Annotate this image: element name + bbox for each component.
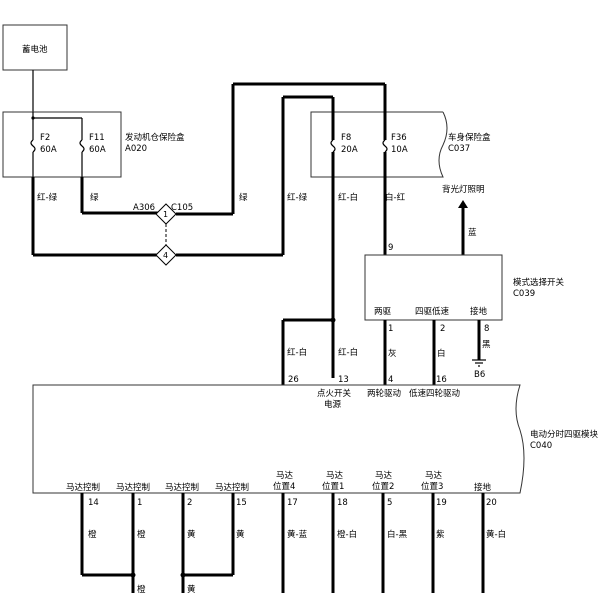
terminal-label-2wd: 两驱 [374, 307, 392, 317]
module-pin-17: 17 [287, 498, 298, 508]
mode-pin-2: 2 [440, 324, 445, 334]
wire-label-white-red: 白-红 [385, 192, 406, 203]
module-bottom-label-2: 马达控制 [165, 482, 199, 493]
module-bottom-label-5a: 马达 [375, 470, 393, 481]
module-bottom-label-1: 马达控制 [116, 482, 150, 493]
wire-label-bottom-yellow: 黄 [187, 584, 196, 593]
ground-icon [472, 359, 486, 367]
wire-label-yellow-blue: 黄-蓝 [287, 529, 308, 540]
mode-switch-name: 模式选择开关 [513, 277, 565, 288]
body-fuse-box: F8 20A F36 10A 车身保险盒 C037 [310, 84, 491, 178]
mode-pin-1: 1 [388, 324, 393, 334]
fuse-f2-rating: 60A [40, 145, 57, 155]
wire-label-red-green-2: 红-绿 [287, 192, 308, 203]
wire-label-green: 绿 [90, 192, 99, 203]
module-code: C040 [530, 441, 552, 451]
battery: 蓄电池 [2, 24, 68, 71]
backlight-label: 背光灯照明 [442, 184, 485, 195]
wire-label-bottom-orange: 橙 [137, 584, 146, 593]
module-bottom-label-18b: 位置1 [322, 481, 344, 492]
module-top-pin-4: 4 [388, 375, 393, 385]
engine-fuse-box-code: A020 [125, 144, 147, 154]
engine-fuse-box: F2 60A F11 60A [2, 111, 122, 178]
module-label-4low: 低速四轮驱动 [409, 388, 461, 399]
mode-switch: 9 两驱 四驱低速 接地 [364, 243, 503, 321]
module-pin-18: 18 [337, 498, 348, 508]
module-pin-14: 14 [88, 498, 99, 508]
wire-label-gray: 灰 [388, 348, 397, 359]
wire-label-white-black: 白-黑 [387, 529, 408, 540]
module-top-pin-26: 26 [288, 375, 299, 385]
fuse-f2-id: F2 [40, 133, 50, 143]
wire-label-orange-1: 橙 [137, 529, 146, 540]
fuse-f8-id: F8 [341, 133, 351, 143]
fuse-f11-id: F11 [89, 133, 105, 143]
wire-label-yellow-15: 黄 [236, 529, 245, 540]
module-bottom-label-19b: 位置3 [421, 481, 443, 492]
module-bottom-label-14: 马达控制 [66, 482, 100, 493]
module-bottom-label-19a: 马达 [425, 470, 443, 481]
module-top-pin-13: 13 [338, 375, 349, 385]
module-bottom-label-20: 接地 [474, 482, 492, 493]
mode-switch-top-pin: 9 [388, 243, 393, 253]
connector-right-code: C105 [171, 203, 193, 213]
mode-switch-code: C039 [513, 289, 535, 299]
module-label-2wd: 两轮驱动 [367, 388, 402, 399]
module-bottom-label-18a: 马达 [326, 470, 344, 481]
module-pin-20: 20 [486, 498, 497, 508]
connector-pin-4: 4 [163, 251, 168, 260]
wire-label-orange-14: 橙 [88, 529, 97, 540]
fuse-f36-icon [382, 139, 388, 153]
connector-pin-1: 1 [163, 210, 168, 219]
module-bottom-label-15: 马达控制 [215, 482, 249, 493]
arrow-up-icon [458, 200, 468, 208]
module-name: 电动分时四驱模块 [530, 429, 599, 440]
wire-label-orange-white: 橙-白 [337, 529, 357, 540]
wire-label-white: 白 [437, 348, 446, 359]
engine-fuse-box-name: 发动机仓保险盒 [125, 132, 185, 143]
mode-pin-8: 8 [484, 324, 489, 334]
module-pin-15: 15 [236, 498, 247, 508]
connector-left-code: A306 [133, 203, 155, 213]
fuse-f11-rating: 60A [89, 145, 106, 155]
terminal-label-4low: 四驱低速 [415, 306, 450, 317]
module-bottom-label-17b: 位置4 [273, 481, 295, 492]
wire-label-yellow-white: 黄-白 [486, 529, 506, 540]
wire-label-red-white-3: 红-白 [338, 347, 358, 358]
battery-label: 蓄电池 [22, 44, 48, 55]
wire-label-green-2: 绿 [239, 192, 248, 203]
module-pin-19: 19 [436, 498, 447, 508]
module-bottom-label-5b: 位置2 [372, 481, 394, 492]
wire-label-red-white: 红-白 [338, 192, 358, 203]
body-fuse-box-name: 车身保险盒 [448, 132, 491, 143]
fuse-f8-rating: 20A [341, 145, 358, 155]
module-pin-1: 1 [137, 498, 142, 508]
module-bottom-label-17a: 马达 [276, 470, 294, 481]
wire-label-yellow-2: 黄 [187, 529, 196, 540]
fuse-f36-rating: 10A [391, 145, 408, 155]
connector-a306-c105: A306 C105 1 4 [133, 203, 193, 266]
fuse-f8-icon [330, 139, 336, 153]
body-fuse-box-code: C037 [448, 144, 470, 154]
ground-code: B6 [474, 370, 485, 380]
module-pin-5: 5 [387, 498, 392, 508]
fuse-f36-id: F36 [391, 133, 407, 143]
module-label-ign: 点火开关 [317, 388, 352, 399]
fuse-f2-icon [30, 139, 36, 153]
wire-label-purple: 紫 [436, 530, 445, 540]
fuse-f11-icon [79, 139, 85, 153]
four-wd-module: 点火开关 电源 两轮驱动 低速四轮驱动 马达控制 马达控制 马达控制 马达控制 … [32, 384, 525, 494]
module-pin-2: 2 [187, 498, 192, 508]
module-label-power: 电源 [324, 399, 342, 410]
terminal-label-ground: 接地 [470, 306, 488, 317]
wire-label-blue: 蓝 [468, 227, 477, 238]
module-top-pin-16: 16 [436, 375, 447, 385]
wire-label-red-white-2: 红-白 [287, 347, 307, 358]
wire-label-black: 黑 [482, 340, 491, 350]
wire-label-red-green: 红-绿 [37, 192, 58, 203]
